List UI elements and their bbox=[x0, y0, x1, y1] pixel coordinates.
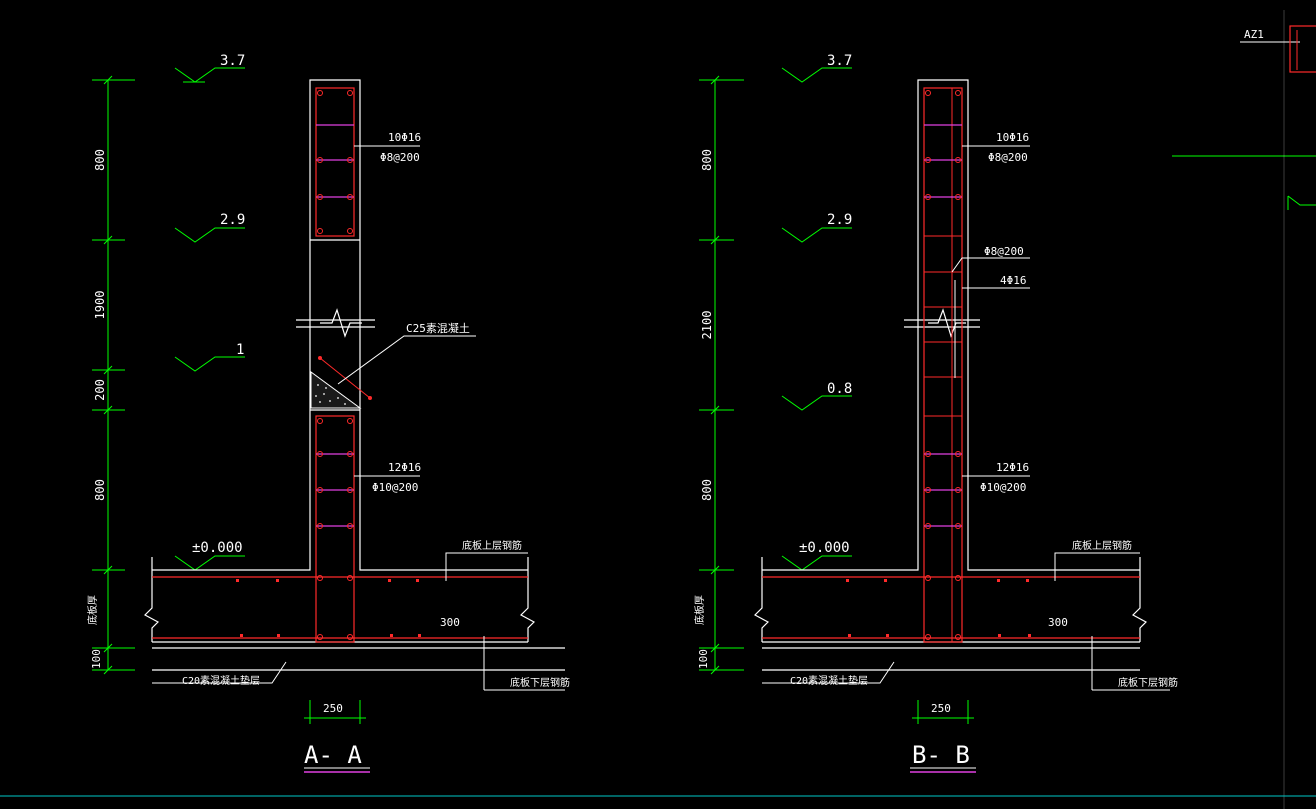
section-b-mid-stirrup: Φ8@200 bbox=[984, 245, 1024, 258]
section-a-dim-1: 800 bbox=[93, 149, 107, 171]
section-b-cushion: C20素混凝土垫层 bbox=[790, 674, 868, 687]
section-b-bottom-rebar: 12Φ16 bbox=[996, 461, 1029, 474]
section-b-wall-outline bbox=[754, 79, 1147, 671]
section-a-width-dimension bbox=[304, 700, 366, 724]
section-a-elev-4: ±0.000 bbox=[192, 540, 243, 556]
section-b-reinforcement-cage bbox=[923, 87, 963, 643]
section-b-width-dimension bbox=[912, 700, 974, 724]
section-a-dimension-chain bbox=[92, 75, 135, 675]
section-a-elev-3: 1 bbox=[236, 342, 244, 358]
section-b-dim-bottom: 100 bbox=[697, 649, 710, 669]
section-b-dim-2: 2100 bbox=[700, 311, 714, 340]
section-b: 800 2100 800 底板厚 100 3.7 2.9 0.8 ±0.000 bbox=[693, 53, 1178, 773]
section-b-elevation-markers bbox=[781, 67, 852, 571]
section-a-slab-top-rebar: 底板上层钢筋 bbox=[462, 539, 522, 552]
section-a-bottom-rebar: 12Φ16 bbox=[388, 461, 421, 474]
section-a-slab-bottom-rebar: 底板下层钢筋 bbox=[510, 676, 570, 689]
section-b-top-rebar: 10Φ16 bbox=[996, 131, 1029, 144]
section-b-elev-4: ±0.000 bbox=[799, 540, 850, 556]
section-a-width-label: 250 bbox=[323, 702, 343, 715]
corner-label: AZ1 bbox=[1244, 28, 1264, 41]
section-b-elev-1: 3.7 bbox=[827, 53, 852, 69]
section-b-elev-2: 2.9 bbox=[827, 212, 852, 228]
section-a-slab-rebar bbox=[152, 576, 528, 639]
section-a-title: A- A bbox=[304, 741, 362, 769]
section-a-cushion: C20素混凝土垫层 bbox=[182, 674, 260, 687]
section-a-upper-cage bbox=[315, 87, 355, 237]
section-b-bottom-stirrup: Φ10@200 bbox=[980, 481, 1026, 494]
section-a-slab-label: 底板厚 bbox=[86, 595, 99, 625]
section-a-dim-2: 1900 bbox=[93, 291, 107, 320]
section-b-title: B- B bbox=[912, 741, 970, 769]
section-a-elev-1: 3.7 bbox=[220, 53, 245, 69]
section-a-concrete-fill bbox=[310, 356, 372, 409]
section-b-slab-thickness: 300 bbox=[1048, 616, 1068, 629]
section-a-concrete-note: C25素混凝土 bbox=[406, 321, 470, 335]
section-a-top-stirrup: Φ8@200 bbox=[380, 151, 420, 164]
section-b-slab-rebar bbox=[762, 576, 1140, 639]
section-b-slab-top-rebar: 底板上层钢筋 bbox=[1072, 539, 1132, 552]
section-a-elevation-markers bbox=[174, 67, 245, 571]
section-b-mid-rebar: 4Φ16 bbox=[1000, 274, 1027, 287]
section-b-top-stirrup: Φ8@200 bbox=[988, 151, 1028, 164]
section-a: 800 1900 200 800 底板厚 100 3.7 2.9 1 ±0.00… bbox=[86, 53, 570, 773]
section-a-lower-cage bbox=[315, 415, 355, 643]
section-a-top-rebar: 10Φ16 bbox=[388, 131, 421, 144]
section-b-dimension-chain bbox=[699, 75, 744, 675]
section-a-bottom-stirrup: Φ10@200 bbox=[372, 481, 418, 494]
section-b-slab-label: 底板厚 bbox=[693, 595, 706, 625]
section-b-slab-bottom-rebar: 底板下层钢筋 bbox=[1118, 676, 1178, 689]
section-a-dim-bottom: 100 bbox=[90, 649, 103, 669]
section-a-wall-outline bbox=[144, 79, 565, 671]
section-b-dim-3: 800 bbox=[700, 479, 714, 501]
section-b-width-label: 250 bbox=[931, 702, 951, 715]
partial-detail-az1: AZ1 bbox=[1172, 10, 1316, 809]
section-b-elev-3: 0.8 bbox=[827, 381, 852, 397]
section-a-slab-thickness: 300 bbox=[440, 616, 460, 629]
section-a-elev-2: 2.9 bbox=[220, 212, 245, 228]
section-a-dim-4: 800 bbox=[93, 479, 107, 501]
section-b-dim-1: 800 bbox=[700, 149, 714, 171]
section-a-dim-3: 200 bbox=[93, 379, 107, 401]
